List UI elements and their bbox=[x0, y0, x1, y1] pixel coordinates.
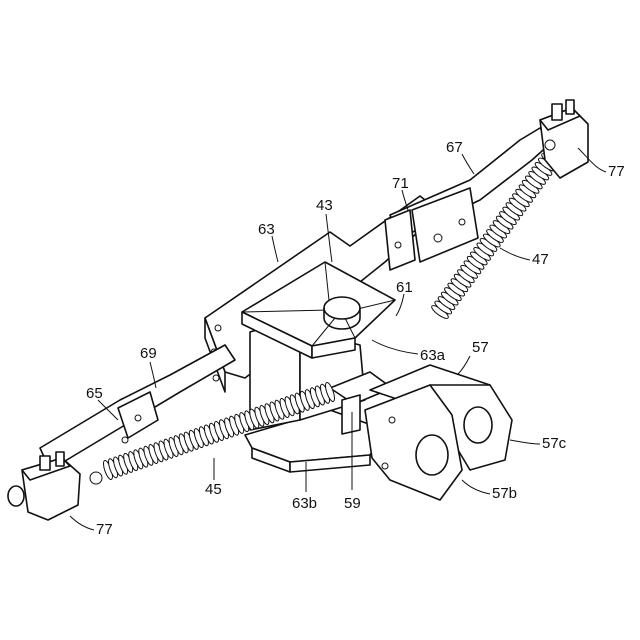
label-65: 65 bbox=[86, 385, 103, 402]
label-61: 61 bbox=[396, 279, 413, 296]
label-67: 67 bbox=[446, 139, 463, 156]
label-45: 45 bbox=[205, 481, 222, 498]
label-43: 43 bbox=[316, 197, 333, 214]
label-77-lower: 77 bbox=[96, 521, 113, 538]
label-57c: 57c bbox=[542, 435, 567, 452]
label-57: 57 bbox=[472, 339, 489, 356]
label-63a: 63a bbox=[420, 347, 446, 364]
clamp-block bbox=[365, 365, 512, 500]
end-fitting-lower bbox=[8, 452, 102, 520]
label-69: 69 bbox=[140, 345, 157, 362]
label-63: 63 bbox=[258, 221, 275, 238]
label-71: 71 bbox=[392, 175, 409, 192]
label-57b: 57b bbox=[492, 485, 517, 502]
label-59: 59 bbox=[344, 495, 361, 512]
label-77-upper: 77 bbox=[608, 163, 625, 180]
label-63b: 63b bbox=[292, 495, 317, 512]
label-47: 47 bbox=[532, 251, 549, 268]
